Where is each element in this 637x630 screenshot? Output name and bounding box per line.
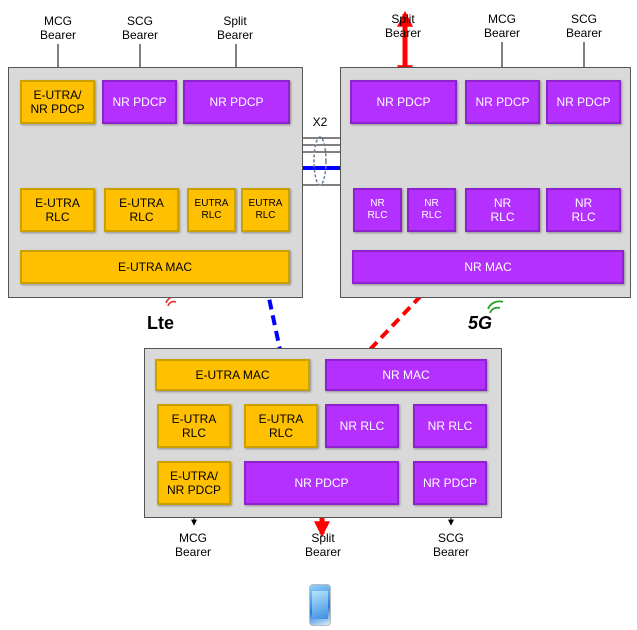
enb-eutra-nr-pdcp[interactable]: E-UTRA/ NR PDCP [20, 80, 95, 124]
gnb-nr-mac[interactable]: NR MAC [352, 250, 624, 284]
lte-air-link [264, 283, 284, 360]
lte-logo: Lte [147, 313, 174, 333]
5g-signal-icon [487, 300, 504, 314]
enb-scg-bearer-label: SCG Bearer [121, 14, 159, 42]
ue-split-bearer-label: Split Bearer [304, 531, 342, 559]
ue-mcg-bearer-label: MCG Bearer [174, 531, 212, 559]
ue-eutra-rlc-1[interactable]: E-UTRA RLC [157, 404, 231, 448]
x2-interface-label: X2 [312, 115, 328, 129]
gnb-nr-pdcp-split[interactable]: NR PDCP [350, 80, 457, 124]
enb-eutra-mac[interactable]: E-UTRA MAC [20, 250, 290, 284]
ue-eutra-mac[interactable]: E-UTRA MAC [155, 359, 310, 391]
ue-nr-pdcp-scg[interactable]: NR PDCP [413, 461, 487, 505]
gnb-nr-pdcp-scg[interactable]: NR PDCP [546, 80, 621, 124]
enb-eutra-rlc-3[interactable]: EUTRA RLC [187, 188, 236, 232]
gnb-mcg-bearer-label: MCG Bearer [483, 12, 521, 40]
enb-mcg-bearer-label: MCG Bearer [39, 14, 77, 42]
ue-nr-mac[interactable]: NR MAC [325, 359, 487, 391]
gnb-nr-rlc-2[interactable]: NR RLC [407, 188, 456, 232]
ue-nr-rlc-1[interactable]: NR RLC [325, 404, 399, 448]
enb-eutra-rlc-4[interactable]: EUTRA RLC [241, 188, 290, 232]
gnb-split-bearer-label: Split Bearer [384, 12, 422, 40]
enb-nr-pdcp-scg[interactable]: NR PDCP [102, 80, 177, 124]
gnb-nr-pdcp-mcg[interactable]: NR PDCP [465, 80, 540, 124]
gnb-nr-rlc-1[interactable]: NR RLC [353, 188, 402, 232]
gnb-nr-rlc-3[interactable]: NR RLC [465, 188, 540, 232]
smartphone-icon [309, 584, 331, 626]
ue-scg-bearer-label: SCG Bearer [432, 531, 470, 559]
enb-split-bearer-label: Split Bearer [216, 14, 254, 42]
ue-nr-rlc-2[interactable]: NR RLC [413, 404, 487, 448]
ue-eutra-rlc-2[interactable]: E-UTRA RLC [244, 404, 318, 448]
gnb-scg-bearer-label: SCG Bearer [565, 12, 603, 40]
enb-eutra-rlc-1[interactable]: E-UTRA RLC [20, 188, 95, 232]
ue-nr-pdcp-split[interactable]: NR PDCP [244, 461, 399, 505]
enb-nr-pdcp-split[interactable]: NR PDCP [183, 80, 290, 124]
ue-eutra-nr-pdcp[interactable]: E-UTRA/ NR PDCP [157, 461, 231, 505]
5g-logo: 5G [468, 313, 493, 333]
enb-eutra-rlc-2[interactable]: E-UTRA RLC [104, 188, 179, 232]
x2-interface-ellipse [313, 136, 327, 186]
gnb-nr-rlc-4[interactable]: NR RLC [546, 188, 621, 232]
